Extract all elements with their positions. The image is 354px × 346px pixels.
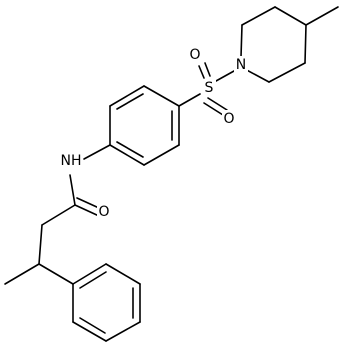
- bond: [240, 24, 243, 58]
- amide-linkage: [4, 144, 111, 285]
- bond: [83, 144, 111, 160]
- bond: [304, 24, 307, 64]
- label-background: [59, 152, 83, 170]
- sulfur-label: S: [205, 80, 214, 96]
- amide-nitrogen-label: NH: [61, 153, 82, 169]
- phenyl-ring: [72, 263, 141, 342]
- bond: [109, 85, 145, 107]
- bond: [76, 197, 100, 209]
- bond: [105, 263, 141, 285]
- bond: [79, 317, 106, 334]
- bond: [72, 263, 107, 285]
- bond: [143, 144, 180, 166]
- bond: [116, 93, 144, 110]
- bond: [143, 85, 180, 107]
- bond: [204, 62, 211, 77]
- bond: [79, 271, 107, 289]
- label-background: [222, 110, 236, 128]
- bond: [109, 144, 145, 166]
- bond: [203, 102, 224, 116]
- bond: [4, 263, 40, 285]
- sulfonyl-group: [178, 62, 235, 116]
- bond: [274, 6, 307, 26]
- bond: [198, 65, 205, 79]
- bond: [268, 62, 306, 83]
- benzene-ring-central: [109, 85, 180, 166]
- bond: [215, 70, 235, 82]
- carbonyl-oxygen-label: O: [98, 204, 109, 220]
- sulfonyl-oxygen-top-label: O: [189, 47, 200, 63]
- label-background: [234, 56, 248, 74]
- bond: [116, 141, 144, 158]
- bond: [241, 6, 276, 26]
- bond: [207, 97, 228, 111]
- atom-labels: NH O S O O N: [59, 46, 248, 221]
- bond: [38, 224, 43, 265]
- bond: [74, 204, 100, 217]
- sulfonyl-oxygen-bottom-label: O: [223, 111, 234, 127]
- label-background: [188, 46, 202, 64]
- bond: [178, 93, 201, 107]
- label-background: [97, 203, 111, 221]
- bond: [38, 263, 74, 285]
- bond: [72, 321, 107, 342]
- methyl-bond: [305, 6, 339, 26]
- bond: [41, 204, 76, 226]
- piperidine-ring: [240, 6, 339, 83]
- label-background: [202, 79, 216, 97]
- bond: [105, 321, 141, 342]
- bond: [69, 174, 76, 206]
- piperidine-nitrogen-label: N: [236, 57, 246, 73]
